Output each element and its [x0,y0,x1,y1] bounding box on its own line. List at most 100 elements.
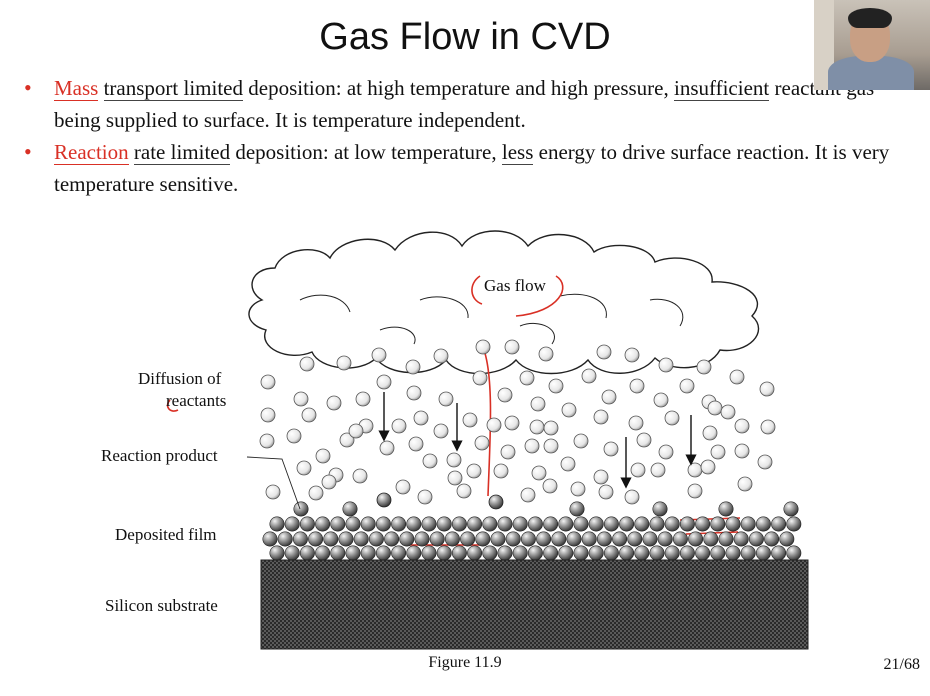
film-atom [603,516,619,532]
film-atom [345,516,361,532]
film-atom [642,531,658,547]
film-atom [679,545,695,561]
film-atom [375,516,391,532]
film-atom [375,545,391,561]
diffusion-arrows [378,392,697,489]
slide-title: Gas Flow in CVD [319,16,611,58]
film-atom [543,545,559,561]
film-atom [588,545,604,561]
film-atom [512,516,528,532]
film-atom [421,545,437,561]
gas-flow-label: Gas flow [484,276,546,295]
film-atom [672,531,688,547]
film-atom [581,531,597,547]
film-atom [512,545,528,561]
film-atom [588,516,604,532]
film-atom [315,545,331,561]
adsorbed-atom [293,501,309,517]
film-atom [612,531,628,547]
film-atom [725,516,741,532]
film-atom [467,516,483,532]
bullet-text-segment: deposition: at high temperature and high… [243,76,674,100]
film-atom [755,545,771,561]
film-atom [527,545,543,561]
film-atom [551,531,567,547]
film-atom [740,516,756,532]
film-atom [284,545,300,561]
presenter-hair [848,8,892,28]
film-atom [718,531,734,547]
film-atom [710,516,726,532]
film-atom [520,531,536,547]
film-atom [436,545,452,561]
film-atom [269,545,285,561]
bullet-text-segment: insufficient [673,76,770,101]
bullet-text-segment: less [501,140,534,165]
film-atom [482,516,498,532]
film-atom [543,516,559,532]
film-atom [771,545,787,561]
webcam-video [814,0,930,90]
bullet-text-segment: transport limited [103,76,243,101]
reaction-products [376,492,504,510]
film-atom [527,516,543,532]
film-atom [679,516,695,532]
film-atom [292,531,308,547]
film-atom [391,545,407,561]
film-atom [360,545,376,561]
film-atom [558,516,574,532]
bullet-dot-icon: • [24,75,32,100]
film-atom [345,545,361,561]
film-atom [536,531,552,547]
film-atom [429,531,445,547]
film-atom [315,516,331,532]
film-atom [299,545,315,561]
film-atom [482,545,498,561]
film-atom [596,531,612,547]
film-atom [353,531,369,547]
reaction-product-label: Reaction product [101,446,218,465]
adsorbed-atom [652,501,668,517]
silicon-substrate-label: Silicon substrate [105,596,218,615]
film-atom [748,531,764,547]
film-atom [406,516,422,532]
bullet-text-segment: deposition: at low temperature, [230,140,502,164]
film-atom [497,545,513,561]
film-atom [664,516,680,532]
adsorbed-atom [569,501,585,517]
bullet-dot-icon: • [24,139,32,164]
film-atom [436,516,452,532]
film-atom [277,531,293,547]
film-atom [269,516,285,532]
film-atom [323,531,339,547]
film-atom [619,516,635,532]
silicon-substrate [260,559,809,650]
film-atom [634,545,650,561]
bullet-text-segment: rate limited [133,140,231,165]
film-atom [299,516,315,532]
bullet-item: •Reaction rate limited deposition: at lo… [22,136,902,200]
film-atom [368,531,384,547]
film-atom [755,516,771,532]
film-atom [786,516,802,532]
film-atom [308,531,324,547]
film-atom [284,516,300,532]
film-atom [779,531,795,547]
film-atom [475,531,491,547]
film-atom [262,531,278,547]
film-atom [391,516,407,532]
gas-molecules [259,339,776,505]
film-atom [634,516,650,532]
film-atom [558,545,574,561]
film-atom [467,545,483,561]
film-atom [406,545,422,561]
bullet-list: •Mass transport limited deposition: at h… [22,72,902,200]
film-atom [573,545,589,561]
film-atom [695,516,711,532]
film-atom [330,545,346,561]
film-atom [657,531,673,547]
film-atom [603,545,619,561]
film-atom [497,516,513,532]
deposited-film [262,501,802,561]
